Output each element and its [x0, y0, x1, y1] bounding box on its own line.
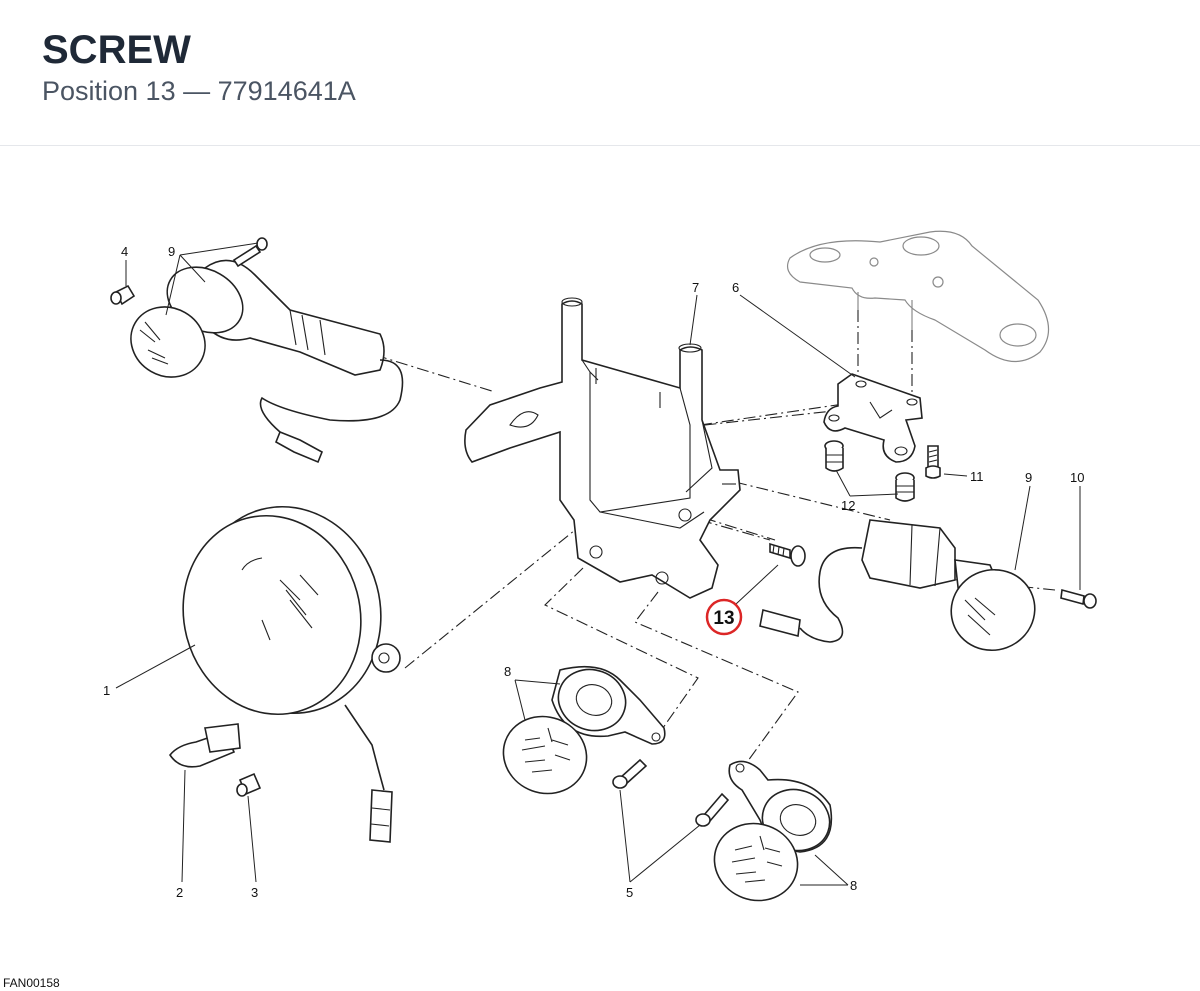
part-number: 77914641A — [217, 76, 356, 106]
screw-13 — [769, 542, 806, 567]
left-indicator-screw — [232, 237, 268, 268]
horn-screw-right — [695, 792, 730, 827]
screw-10 — [1060, 588, 1097, 609]
bracket-plate — [823, 373, 923, 463]
exploded-parts-diagram: 1 2 3 4 5 6 7 8 8 9 9 10 11 12 13 — [103, 230, 1097, 902]
callout-6: 6 — [732, 280, 739, 295]
headlight-frame — [464, 297, 741, 599]
page-header: SCREW Position 13 — 77914641A — [0, 0, 1200, 146]
callout-11: 11 — [970, 469, 984, 484]
leader-lines — [115, 242, 1081, 886]
right-indicator — [759, 519, 1036, 652]
subtitle-separator: — — [175, 76, 218, 106]
callout-2: 2 — [176, 885, 183, 900]
callout-3: 3 — [251, 885, 258, 900]
callout-4: 4 — [121, 244, 128, 259]
highlight-ring — [705, 598, 743, 636]
callout-9-right: 9 — [1025, 470, 1032, 485]
callout-12: 12 — [841, 498, 855, 513]
callout-5: 5 — [626, 885, 633, 900]
headlight — [182, 505, 401, 843]
highlighted-callout-13[interactable]: 13 — [705, 598, 743, 636]
callout-labels: 1 2 3 4 5 6 7 8 8 9 9 10 11 12 — [103, 244, 1084, 900]
callout-8-upper: 8 — [504, 664, 511, 679]
steering-head-clamp — [787, 230, 1050, 363]
horn-screw-left — [612, 758, 648, 789]
left-indicator — [130, 259, 404, 464]
horn-left — [502, 665, 666, 795]
bulb-4 — [110, 284, 136, 306]
callout-8-lower: 8 — [850, 878, 857, 893]
figure-code: FAN00158 — [3, 976, 60, 990]
bolt-11 — [925, 445, 941, 479]
part-subtitle: Position 13 — 77914641A — [42, 78, 356, 105]
callout-1: 1 — [103, 683, 110, 698]
callout-13: 13 — [713, 608, 734, 629]
callout-7: 7 — [692, 280, 699, 295]
rubber-grommets — [824, 440, 915, 502]
callout-10: 10 — [1070, 470, 1084, 485]
bulb-2 — [169, 723, 241, 768]
callout-9-left: 9 — [168, 244, 175, 259]
assembly-lines — [374, 310, 1056, 766]
part-title: SCREW — [42, 28, 191, 72]
position-label: Position 13 — [42, 76, 176, 106]
horn-right — [713, 760, 833, 902]
bulb-3 — [236, 772, 262, 797]
